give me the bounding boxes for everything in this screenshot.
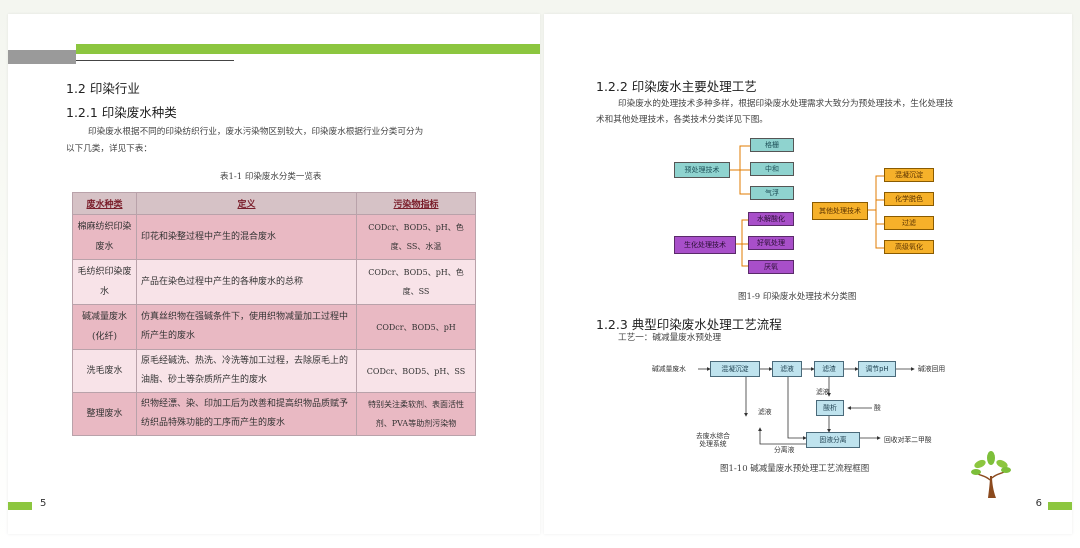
flow-sink-label: 去废水综合 处理系统 (696, 432, 730, 448)
diagram-connectors (730, 145, 884, 267)
other-treatment-node: 其他处理技术 (812, 202, 868, 220)
table-row: 洗毛废水 原毛经碱洗、热洗、冷洗等加工过程，去除原毛上的油脂、砂土等杂质所产生的… (72, 349, 476, 393)
flow-step: 滤渣 (814, 361, 844, 377)
process-label: 工艺一：碱减量废水预处理 (618, 333, 722, 343)
flow-sludge-label: 滤液 (758, 408, 772, 416)
other-item: 过滤 (884, 216, 934, 230)
table-header-type: 废水种类 (72, 192, 137, 215)
left-page: 1.2 印染行业 1.2.1 印染废水种类 印染废水根据不同的印染纺织行业，废水… (8, 14, 540, 534)
cell-type: 洗毛废水 (72, 349, 137, 393)
bio-item: 好氧处理 (748, 236, 794, 250)
flow-recovery-label: 回收对苯二甲酸 (884, 436, 932, 444)
intro-line-1: 印染废水的处理技术多种多样，根据印染废水处理需求大致分为预处理技术，生化处理技 (618, 99, 954, 109)
tech-classification-diagram: 预处理技术 格栅 中和 气浮 生化处理技术 水解酸化 好氧处理 厌氧 其他处理技… (670, 132, 942, 282)
flow-separated-liquid-label: 分离液 (774, 446, 795, 454)
pre-item: 格栅 (750, 138, 794, 152)
figure-9-caption: 图1-9 印染废水处理技术分类图 (738, 292, 857, 302)
page-number: 6 (1035, 498, 1042, 509)
cell-type: 棉麻纺织印染废水 (72, 214, 137, 260)
intro-line-1: 印染废水根据不同的印染纺织行业，废水污染物区别较大，印染废水根据行业分类可分为 (88, 127, 424, 137)
bio-treatment-node: 生化处理技术 (674, 236, 736, 254)
table-header-definition: 定义 (136, 192, 357, 215)
other-item: 高级氧化 (884, 240, 934, 254)
cell-pollutants: CODcr、BOD5、pH、色度、SS、水温 (356, 214, 476, 260)
process-flow-diagram: 碱减量废水 混凝沉淀 滤液 滤渣 调节pH 碱液回用 酸析 酸 滤液 滤液 固液… (652, 350, 960, 454)
flow-sink-line-2: 处理系统 (699, 440, 727, 448)
right-page: 1.2.2 印染废水主要处理工艺 印染废水的处理技术多种多样，根据印染废水处理需… (544, 14, 1072, 534)
subsection-title: 1.2.3 典型印染废水处理工艺流程 (596, 317, 782, 332)
flow-acid-label: 酸 (874, 404, 881, 412)
cell-type: 整理废水 (72, 392, 137, 436)
cell-pollutants: CODcr、BOD5、pH、色度、SS (356, 259, 476, 305)
cell-definition: 印花和染整过程中产生的混合废水 (136, 214, 357, 260)
flow-step: 调节pH (858, 361, 896, 377)
page-number-bar (1048, 502, 1072, 510)
cell-pollutants: CODcr、BOD5、pH、SS (356, 349, 476, 393)
pre-treatment-node: 预处理技术 (674, 162, 730, 178)
figure-10-caption: 图1-10 碱减量废水预处理工艺流程框图 (720, 464, 870, 474)
cell-definition: 仿真丝织物在强碱条件下，使用织物减量加工过程中所产生的废水 (136, 304, 357, 350)
bio-item: 厌氧 (748, 260, 794, 274)
page-number: 5 (40, 498, 47, 509)
intro-line-2: 术和其他处理技术，各类技术分类详见下图。 (596, 115, 768, 125)
other-item: 化学脱色 (884, 192, 934, 206)
cell-definition: 织物经漂、染、印加工后为改善和提高织物品质赋予纺织品特殊功能的工序而产生的废水 (136, 392, 357, 436)
header-rule (76, 60, 234, 61)
table-row: 整理废水 织物经漂、染、印加工后为改善和提高织物品质赋予纺织品特殊功能的工序而产… (72, 392, 476, 436)
flow-outlet-label: 碱液回用 (918, 365, 946, 373)
pre-item: 中和 (750, 162, 794, 176)
flow-step: 滤液 (772, 361, 802, 377)
flow-filtrate-label: 滤液 (816, 388, 830, 396)
header-gray-bar (8, 50, 76, 64)
flow-separation-box: 固液分离 (806, 432, 860, 448)
subsection-title: 1.2.1 印染废水种类 (66, 105, 177, 120)
section-title: 1.2 印染行业 (66, 81, 140, 96)
pre-item: 气浮 (750, 186, 794, 200)
cell-pollutants: 特别关注柔软剂、表面活性剂、PVA等助剂污染物 (356, 392, 476, 436)
cell-definition: 产品在染色过程中产生的各种废水的总称 (136, 259, 357, 305)
flow-connectors (698, 367, 915, 445)
flow-step: 混凝沉淀 (710, 361, 760, 377)
table-row: 毛纺织印染废水 产品在染色过程中产生的各种废水的总称 CODcr、BOD5、pH… (72, 259, 476, 305)
section-title: 1.2.2 印染废水主要处理工艺 (596, 79, 757, 94)
wastewater-table: 废水种类 定义 污染物指标 棉麻纺织印染废水 印花和染整过程中产生的混合废水 C… (72, 192, 476, 436)
flow-inlet-label: 碱减量废水 (652, 365, 686, 373)
other-item: 混凝沉淀 (884, 168, 934, 182)
table-caption: 表1-1 印染废水分类一览表 (220, 172, 322, 182)
flow-acid-box: 酸析 (816, 400, 844, 416)
page-number-bar (8, 502, 32, 510)
bio-item: 水解酸化 (748, 212, 794, 226)
header-green-bar (76, 44, 540, 54)
tree-icon (971, 451, 1011, 498)
cell-type: 碱减量废水(化纤) (72, 304, 137, 350)
table-row: 碱减量废水(化纤) 仿真丝织物在强碱条件下，使用织物减量加工过程中所产生的废水 … (72, 304, 476, 350)
cell-type: 毛纺织印染废水 (72, 259, 137, 305)
cell-pollutants: CODcr、BOD5、pH (356, 304, 476, 350)
table-header-pollutants: 污染物指标 (356, 192, 476, 215)
cell-definition: 原毛经碱洗、热洗、冷洗等加工过程，去除原毛上的油脂、砂土等杂质所产生的废水 (136, 349, 357, 393)
flow-sink-line-1: 去废水综合 (696, 432, 730, 440)
table-row: 棉麻纺织印染废水 印花和染整过程中产生的混合废水 CODcr、BOD5、pH、色… (72, 214, 476, 260)
intro-line-2: 以下几类，详见下表： (66, 144, 152, 154)
